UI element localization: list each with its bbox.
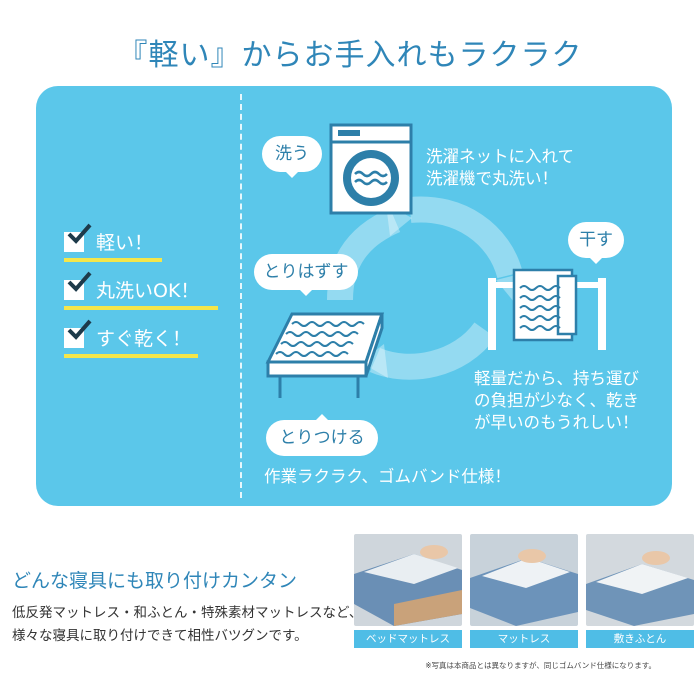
photo-label: ベッドマットレス: [354, 630, 462, 648]
check-item-quick-dry: すぐ乾く！: [64, 319, 224, 368]
panel-divider: [240, 94, 242, 498]
check-label: すぐ乾く！: [96, 328, 192, 350]
checkbox-icon: [64, 319, 92, 348]
photo-label: マットレス: [470, 630, 578, 648]
check-item-light: 軽い！: [64, 223, 224, 272]
check-item-washable: 丸洗いOK！: [64, 271, 224, 320]
mattress-photo: [470, 534, 578, 626]
photo-card-mattress: マットレス: [470, 534, 578, 648]
photo-card-bed-mattress: ベッドマットレス: [354, 534, 462, 648]
footnote: ※写真は本商品とは異なりますが、同じゴムバンド仕様になります。: [425, 661, 656, 670]
benefit-checklist: 軽い！ 丸洗いOK！ すぐ乾く！: [64, 223, 224, 368]
check-underline: [64, 258, 162, 262]
washing-machine-icon: [329, 123, 413, 215]
check-label: 軽い！: [96, 232, 154, 254]
mattress-icon: [265, 312, 385, 398]
photo-card-futon: 敷きふとん: [586, 534, 694, 648]
drying-rack-icon: [488, 268, 606, 350]
dry-bubble: 干す: [568, 222, 624, 264]
remove-bubble: とりはずす: [254, 254, 358, 296]
bed-mattress-photo: [354, 534, 462, 626]
section-title: どんな寝具にも取り付けカンタン: [12, 570, 298, 592]
dry-caption: 軽量だから、持ち運び の負担が少なく、乾き が早いのもうれしい！: [474, 369, 639, 432]
check-underline: [64, 354, 198, 358]
checkbox-icon: [64, 271, 92, 300]
attach-caption: 作業ラクラク、ゴムバンド仕様！: [264, 467, 511, 486]
section-description: 低反発マットレス・和ふとん・特殊素材マットレスなど、 様々な寝具に取り付けできて…: [12, 605, 363, 644]
wash-bubble: 洗う: [262, 136, 322, 178]
checkbox-icon: [64, 223, 92, 252]
futon-photo: [586, 534, 694, 626]
check-label: 丸洗いOK！: [96, 280, 200, 302]
photo-label: 敷きふとん: [586, 630, 694, 648]
wash-caption: 洗濯ネットに入れて 洗濯機で丸洗い！: [426, 147, 575, 188]
headline: 『軽い』からお手入れもラクラク: [117, 38, 583, 73]
attach-bubble: とりつける: [266, 414, 378, 456]
check-underline: [64, 306, 218, 310]
